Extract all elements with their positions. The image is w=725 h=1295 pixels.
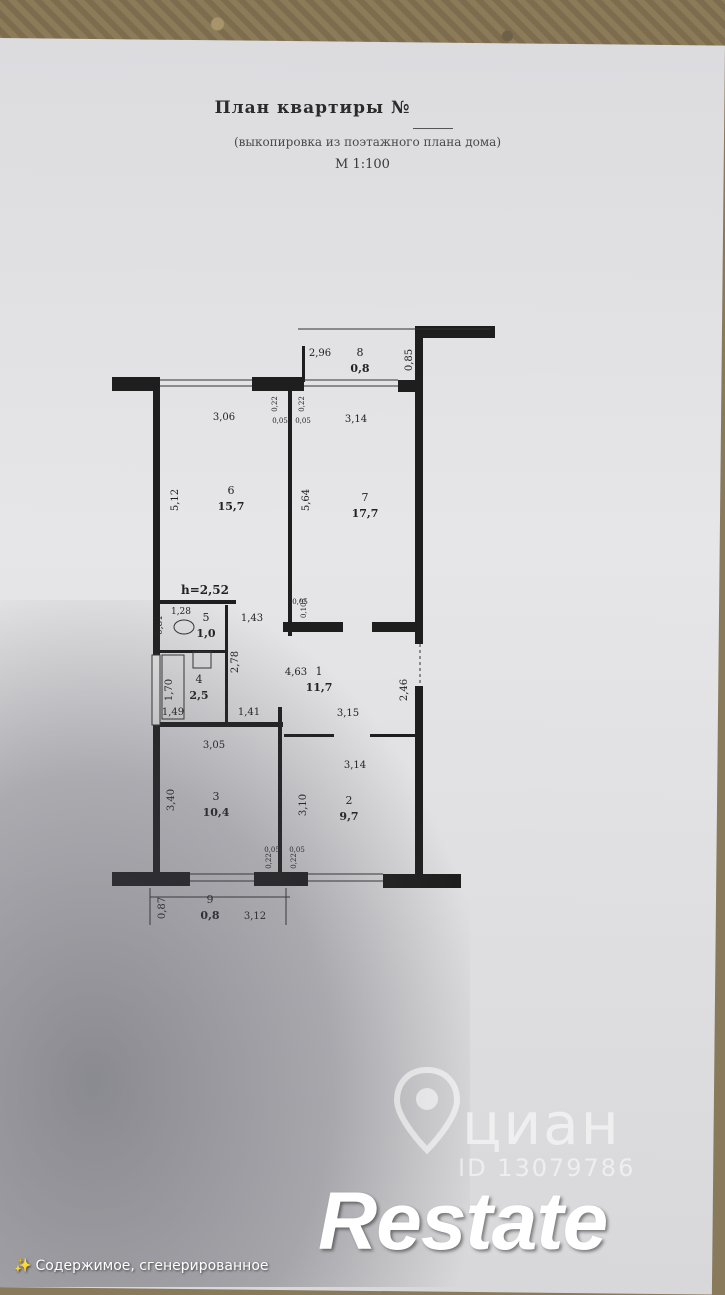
dim-2-78: 2,78 <box>230 651 241 673</box>
ceiling-height: h=2,52 <box>181 583 229 597</box>
room-5-number: 5 <box>203 611 210 624</box>
dim-0-85: 0,85 <box>404 349 415 371</box>
dim-0-81: 0,81 <box>155 615 165 635</box>
dim-0-22-c: 0,22 <box>265 853 273 869</box>
room-1-number: 1 <box>316 665 323 678</box>
title-number-blank <box>413 128 453 129</box>
partition-hall-2-right <box>370 734 420 737</box>
partition-6-bath <box>160 600 236 604</box>
dim-1-41: 1,41 <box>238 707 260 718</box>
wall-right-lower <box>415 686 423 876</box>
sparkle-icon: ✨ <box>14 1258 32 1274</box>
room-8-area: 0,8 <box>350 362 369 375</box>
dim-3-14-bottom: 3,14 <box>344 760 366 771</box>
balcony-8-left <box>302 346 305 382</box>
room-9-number: 9 <box>207 893 214 906</box>
listing-id: ID 13079786 <box>458 1154 636 1182</box>
dim-2-46: 2,46 <box>399 679 410 701</box>
dim-3-10: 3,10 <box>298 794 309 816</box>
partition-7-hall-right <box>372 622 422 632</box>
room-5-area: 1,0 <box>196 627 215 640</box>
dim-3-06: 3,06 <box>213 412 235 423</box>
room-8-number: 8 <box>357 346 364 359</box>
dim-5-64: 5,64 <box>301 489 312 511</box>
dim-0-22-a: 0,22 <box>271 396 279 412</box>
ai-caption: ✨Содержимое, сгенерированное <box>14 1258 269 1274</box>
dim-3-12: 3,12 <box>244 911 266 922</box>
room-7-area: 17,7 <box>352 507 379 520</box>
dim-0-05-a: 0,05 <box>272 417 288 425</box>
partition-6-7 <box>288 386 292 636</box>
wall-right-upper <box>415 326 423 644</box>
wall-bottom-right <box>383 874 461 888</box>
room-2-number: 2 <box>346 794 353 807</box>
wall-top-left <box>112 377 160 391</box>
room-4-area: 2,5 <box>189 689 208 702</box>
room-6-number: 6 <box>228 484 235 497</box>
dim-1-43: 1,43 <box>241 613 263 624</box>
dim-0-05-d: 0,05 <box>264 846 280 854</box>
dim-5-12: 5,12 <box>170 489 181 511</box>
partition-bath-hall <box>225 605 228 725</box>
dim-1-28: 1,28 <box>171 607 191 617</box>
dim-0-05-e: 0,05 <box>289 846 305 854</box>
plan-subtitle: (выкопировка из поэтажного плана дома) <box>233 135 502 149</box>
dim-0-05-b: 0,05 <box>295 417 311 425</box>
dim-0-22-d: 0,22 <box>290 853 298 869</box>
cian-watermark: циан <box>462 1090 621 1158</box>
room-3-number: 3 <box>213 790 220 803</box>
wall-bottom-left <box>112 872 190 886</box>
dim-3-15: 3,15 <box>337 708 359 719</box>
room-4-number: 4 <box>196 673 203 686</box>
cian-pin-icon <box>393 1066 461 1155</box>
dim-0-87: 0,87 <box>157 897 168 919</box>
wall-top-middle <box>252 377 304 391</box>
room-9-area: 0,8 <box>200 909 219 922</box>
sink <box>192 651 212 669</box>
dim-2-96: 2,96 <box>309 348 331 359</box>
room-6-area: 15,7 <box>218 500 245 513</box>
room-1-area: 11,7 <box>306 681 333 694</box>
dim-3-40: 3,40 <box>166 789 177 811</box>
dim-0-105: 0,105 <box>300 598 308 618</box>
dim-1-49: 1,49 <box>162 707 184 718</box>
partition-7-hall <box>283 622 343 632</box>
dim-3-14-top: 3,14 <box>345 414 367 425</box>
ai-caption-text: Содержимое, сгенерированное <box>35 1258 269 1274</box>
room-7-number: 7 <box>362 491 369 504</box>
room-2-area: 9,7 <box>339 810 358 823</box>
dim-3-05: 3,05 <box>203 740 225 751</box>
toilet <box>173 619 195 635</box>
bath-wall <box>151 654 161 726</box>
dim-0-22-b: 0,22 <box>298 396 306 412</box>
partition-hall-2-left <box>284 734 334 737</box>
room-3-area: 10,4 <box>203 806 230 819</box>
restate-logo: Restate <box>318 1176 608 1267</box>
plan-scale: М 1:100 <box>335 157 390 172</box>
dim-1-70: 1,70 <box>164 679 175 701</box>
partition-hall-3 <box>160 722 283 727</box>
dim-4-63: 4,63 <box>285 667 307 678</box>
plan-title: План квартиры № <box>214 98 411 118</box>
wall-balcony-top <box>415 326 495 338</box>
